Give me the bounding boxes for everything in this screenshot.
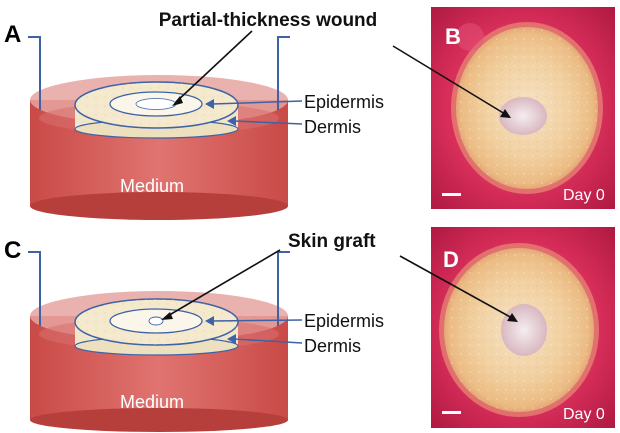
panel-letter-a: A: [4, 21, 21, 48]
scale-bar: [442, 411, 461, 414]
epidermis-arrow: [212, 320, 302, 321]
epidermis-layer: [110, 309, 202, 333]
day-label-d: Day 0: [563, 406, 605, 423]
panel-b-photo: B Day 0: [393, 7, 615, 209]
skin-graft: [149, 317, 163, 325]
medium-label: Medium: [120, 392, 184, 412]
panel-c: C Skin graft Epidermis Dermis Medium: [4, 231, 384, 432]
wound-area: [136, 99, 176, 110]
scale-bar: [442, 193, 461, 196]
medium-label: Medium: [120, 176, 184, 196]
panel-letter-d: D: [443, 247, 459, 272]
dermis-label: Dermis: [304, 336, 361, 356]
panel-d-photo: D Day 0: [400, 227, 615, 428]
graft-label: Skin graft: [288, 231, 376, 252]
panel-letter-b: B: [445, 24, 461, 49]
day-label-b: Day 0: [563, 187, 605, 204]
epidermis-label: Epidermis: [304, 92, 384, 112]
graft-site: [501, 304, 547, 356]
dermis-label: Dermis: [304, 117, 361, 137]
wound-label: Partial-thickness wound: [159, 10, 378, 31]
panel-letter-c: C: [4, 237, 21, 264]
epidermis-label: Epidermis: [304, 311, 384, 331]
panel-a: A Partial-thickness wound Epidermis Derm…: [4, 10, 384, 220]
epidermis-layer: [110, 92, 202, 116]
